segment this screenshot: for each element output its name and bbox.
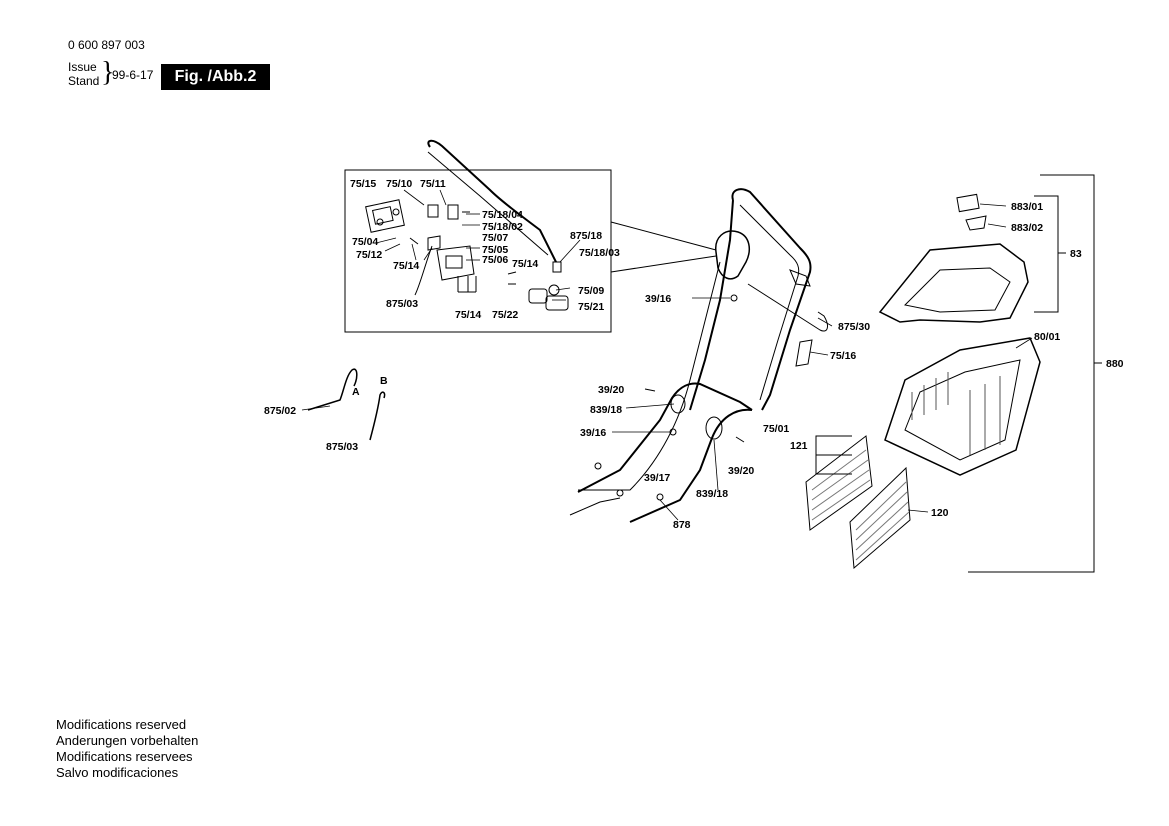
stand-label: Stand xyxy=(68,74,100,88)
callout-75-06: 75/06 xyxy=(482,254,508,266)
callout-75-18-04: 75/18/04 xyxy=(482,209,523,221)
callout-a: A xyxy=(352,386,360,398)
footer-line-1: Modifications reserved xyxy=(56,717,187,732)
handle-left-bar xyxy=(689,199,734,411)
footer-line-2: Anderungen vorbehalten xyxy=(56,733,199,748)
bracket-880 xyxy=(968,174,1095,573)
mesh-panel-121 xyxy=(805,435,873,531)
nut-lower-left xyxy=(616,489,624,497)
callout-80-01: 80/01 xyxy=(1034,331,1060,343)
catcher-lid-83-inner xyxy=(903,267,1011,313)
cable-clip-75-22 xyxy=(528,284,569,311)
callout-875-03-inset: 875/03 xyxy=(386,298,418,310)
callout-75-10: 75/10 xyxy=(386,178,412,190)
bail-rod-875-30 xyxy=(747,283,828,332)
cable-clip-75-16 xyxy=(795,339,813,367)
callout-875-02: 875/02 xyxy=(264,405,296,417)
callout-39-16-lower: 39/16 xyxy=(580,427,606,439)
callout-875-18: 875/18 xyxy=(570,230,602,242)
callout-121: 121 xyxy=(790,440,808,452)
footer-line-3: Modifications reservees xyxy=(56,749,193,764)
upper-handle-75-01 xyxy=(731,188,812,411)
upper-handle-75-01-inner xyxy=(739,204,800,401)
callout-875-03-b: 875/03 xyxy=(326,441,358,453)
brace-glyph: } xyxy=(101,57,115,88)
control-housing xyxy=(715,230,751,280)
callout-75-15: 75/15 xyxy=(350,178,376,190)
figure-label: Fig. /Abb.2 xyxy=(161,64,270,90)
callout-120: 120 xyxy=(931,507,949,519)
callout-883-01: 883/01 xyxy=(1011,201,1043,213)
callout-75-14-a: 75/14 xyxy=(393,260,419,272)
callout-75-09: 75/09 xyxy=(578,285,604,297)
screw-set-75-14 xyxy=(409,237,517,293)
mesh-panel-120 xyxy=(849,466,911,570)
callout-39-20-upper: 39/20 xyxy=(598,384,624,396)
switch-lever-75-10 xyxy=(427,204,470,220)
callout-39-20-lower: 39/20 xyxy=(728,465,754,477)
mesh-hatching xyxy=(811,449,910,561)
callout-39-16-upper: 39/16 xyxy=(645,293,671,305)
cable-875-02-a xyxy=(307,368,358,411)
callout-839-18-lower: 839/18 xyxy=(696,488,728,500)
level-indicator-883-01 xyxy=(956,193,980,213)
lower-handle-878 xyxy=(577,382,753,493)
inset-pointer-line-1 xyxy=(610,221,717,251)
footer-notes: Modifications reserved Anderungen vorbeh… xyxy=(56,717,198,781)
callout-875-30: 875/30 xyxy=(838,321,870,333)
catcher-frame-80-01-inner xyxy=(904,359,1021,461)
callout-75-16: 75/16 xyxy=(830,350,856,362)
callout-75-18-03: 75/18/03 xyxy=(579,247,620,259)
callout-75-14-c: 75/14 xyxy=(455,309,481,321)
callout-39-17: 39/17 xyxy=(644,472,670,484)
washer-39-17 xyxy=(656,493,664,501)
issue-labels: Issue Stand xyxy=(68,60,99,88)
lower-handle-878-tail xyxy=(569,497,621,516)
cable-main xyxy=(578,261,721,491)
callout-75-12: 75/12 xyxy=(356,249,382,261)
catcher-lid-83 xyxy=(878,243,1029,323)
handle-grip-right xyxy=(789,269,811,287)
detail-inset-box xyxy=(344,169,612,333)
nut-39-16-upper xyxy=(730,294,738,302)
bracket-83 xyxy=(1034,195,1059,313)
callout-75-04: 75/04 xyxy=(352,236,378,248)
issue-label: Issue xyxy=(68,60,97,74)
callout-b: B xyxy=(380,375,388,387)
cable-875-03-b xyxy=(369,391,386,441)
inset-pointer-line-2 xyxy=(610,255,717,273)
callout-878: 878 xyxy=(673,519,691,531)
part-number: 0 600 897 003 xyxy=(68,38,145,52)
callout-839-18-upper: 839/18 xyxy=(590,404,622,416)
bolt-39-20-upper xyxy=(644,388,656,392)
issue-date: 99-6-17 xyxy=(112,68,154,82)
level-indicator-883-02 xyxy=(965,215,987,231)
callout-75-18-02: 75/18/02 xyxy=(482,221,523,233)
bolt-39-20-lower xyxy=(735,436,745,443)
callout-75-01: 75/01 xyxy=(763,423,789,435)
lower-handle-878-right xyxy=(629,408,753,523)
callout-75-21: 75/21 xyxy=(578,301,604,313)
nut-lower-left-2 xyxy=(594,462,602,470)
upper-handle-inset-inner xyxy=(427,151,549,256)
upper-handle-inset xyxy=(427,139,557,263)
footer-line-4: Salvo modificaciones xyxy=(56,765,179,780)
leader-lines xyxy=(301,189,1033,521)
switch-cover-75-07 xyxy=(427,235,475,281)
callout-75-07: 75/07 xyxy=(482,232,508,244)
callout-75-22: 75/22 xyxy=(492,309,518,321)
knob-839-18-lower xyxy=(705,416,723,440)
switch-box-75-15 xyxy=(365,199,405,233)
catcher-mesh xyxy=(911,372,1001,455)
clamp-875-18 xyxy=(552,261,562,273)
callout-883-02: 883/02 xyxy=(1011,222,1043,234)
callout-83: 83 xyxy=(1070,248,1082,260)
callout-75-11: 75/11 xyxy=(420,178,446,190)
callout-75-14-b: 75/14 xyxy=(512,258,538,270)
catcher-frame-80-01 xyxy=(884,337,1041,476)
callout-75-05: 75/05 xyxy=(482,244,508,256)
callout-880: 880 xyxy=(1106,358,1124,370)
